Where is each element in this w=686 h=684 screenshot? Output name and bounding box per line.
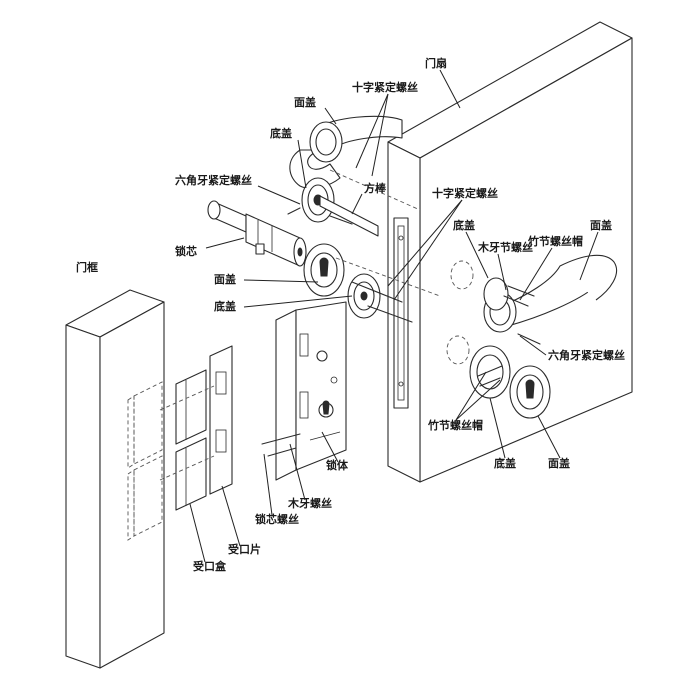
lock-cylinder (207, 200, 307, 267)
label-base-cover-right: 底盖 (453, 219, 475, 232)
label-bamboo-cap-bottom: 竹节螺丝帽 (428, 419, 483, 432)
door-frame (65, 289, 165, 669)
label-lock-body: 锁体 (326, 459, 348, 472)
right-lever-handle (483, 254, 618, 345)
label-cylinder-screw: 锁芯螺丝 (255, 513, 299, 526)
left-roses (303, 169, 441, 323)
label-door-leaf: 门扇 (425, 57, 447, 70)
label-wood-screw-right: 木牙节螺丝 (478, 241, 533, 254)
label-base-cover-bottom: 底盖 (494, 457, 516, 470)
label-face-cover-mid: 面盖 (214, 273, 236, 286)
label-bamboo-cap-top: 竹节螺丝帽 (528, 235, 583, 248)
label-face-cover-bottom: 面盖 (548, 457, 570, 470)
label-hex-set-screw-right: 六角牙紧定螺丝 (548, 349, 625, 362)
right-lower-roses (469, 345, 551, 419)
label-door-frame: 门框 (76, 261, 98, 274)
left-lever-handle (287, 115, 403, 237)
lock-body (261, 301, 347, 481)
label-wood-screw: 木牙螺丝 (288, 497, 332, 510)
label-face-cover-top: 面盖 (294, 96, 316, 109)
label-strike-box: 受口盒 (193, 560, 226, 573)
leader-lines (189, 69, 599, 563)
label-base-cover-mid: 底盖 (214, 300, 236, 313)
label-square-rod: 方棒 (364, 182, 386, 195)
label-cross-screw: 十字紧定螺丝 (352, 81, 418, 94)
label-cross-screw-2: 十字紧定螺丝 (432, 187, 498, 200)
strike-parts (159, 345, 233, 511)
label-face-cover-right: 面盖 (590, 219, 612, 232)
label-hex-set-screw-left: 六角牙紧定螺丝 (175, 174, 252, 187)
label-strike-plate: 受口片 (228, 543, 261, 556)
label-lock-cylinder: 锁芯 (175, 245, 197, 258)
label-base-cover-top: 底盖 (270, 127, 292, 140)
